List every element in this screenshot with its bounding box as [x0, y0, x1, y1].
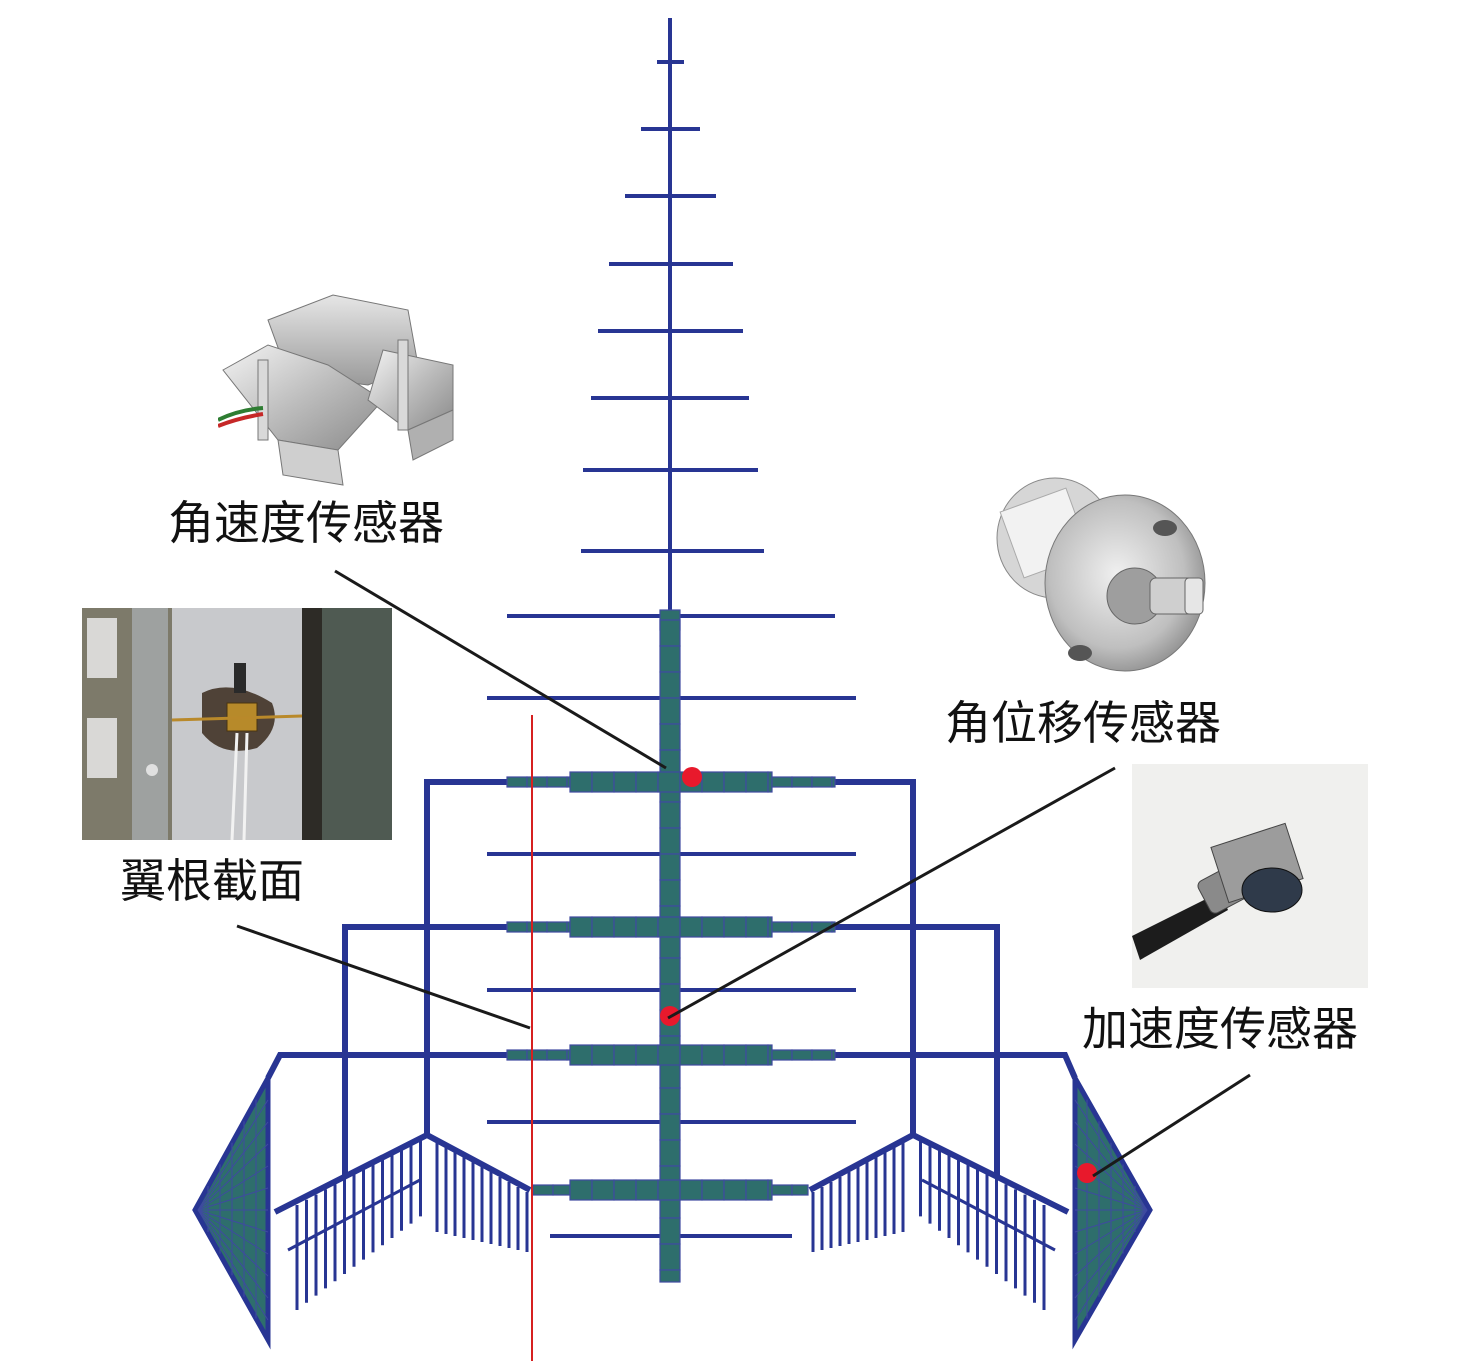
beam-segment	[771, 1184, 793, 1196]
right-lower-spar	[808, 1131, 1070, 1215]
beam-segment	[745, 771, 769, 793]
beam-segment	[506, 921, 528, 933]
spar-segment	[659, 619, 681, 647]
sensor-marker	[1077, 1163, 1097, 1183]
leader-line	[1092, 1073, 1251, 1178]
beam-segment	[506, 1049, 528, 1061]
beam-segment	[635, 916, 659, 938]
leader-lines	[236, 569, 1251, 1178]
right-fin-brace	[921, 1178, 1056, 1252]
rotary-encoder-photo	[985, 468, 1215, 678]
leader-line	[334, 569, 667, 770]
beam-segment	[635, 1179, 659, 1201]
beam-segment	[723, 916, 747, 938]
beam-segment	[552, 1184, 571, 1196]
spar-segment	[659, 879, 681, 907]
beam-segment	[546, 1049, 568, 1061]
spar-segment	[659, 645, 681, 673]
accelerometer-photo	[1132, 764, 1368, 988]
leader-line	[236, 924, 531, 1030]
beam-segment	[791, 776, 813, 788]
beam-segment	[701, 1179, 725, 1201]
beam-segment	[723, 771, 747, 793]
beam-segment	[771, 776, 793, 788]
beam-segment	[701, 1044, 725, 1066]
sensor-markers	[531, 715, 1097, 1361]
beam-segment	[831, 776, 836, 788]
spar-segment	[659, 853, 681, 881]
beam-segment	[657, 1179, 681, 1201]
spar-segment	[659, 1139, 681, 1167]
beam-segment	[811, 776, 833, 788]
beam-segment	[811, 1049, 833, 1061]
sensor-marker	[682, 767, 702, 787]
beam-segment	[569, 1179, 593, 1201]
beam-segment	[569, 771, 593, 793]
beam-segment	[791, 1049, 813, 1061]
angular-rate-sensor-photo	[218, 290, 458, 490]
beam-segment	[635, 1044, 659, 1066]
beam-segment	[613, 916, 637, 938]
beam-segment	[723, 1179, 747, 1201]
spar-segment	[659, 697, 681, 725]
beam-segment	[506, 776, 528, 788]
beam-segment	[831, 1049, 836, 1061]
beam-segment	[569, 916, 593, 938]
spar-segment	[659, 801, 681, 829]
beam-segment	[546, 776, 568, 788]
beam-segment	[532, 1184, 554, 1196]
beam-segment	[613, 771, 637, 793]
beam-segment	[569, 1044, 593, 1066]
beam-segment	[771, 921, 793, 933]
beam-segment	[745, 1179, 769, 1201]
spar-segment	[659, 957, 681, 985]
beam-segment	[591, 771, 615, 793]
wing-root-strain-gauge-photo	[82, 608, 392, 840]
spar-segment	[659, 1113, 681, 1141]
beam-segment	[679, 1044, 703, 1066]
spar-segment	[659, 827, 681, 855]
beam-segment	[791, 1184, 809, 1196]
beam-segment	[723, 1044, 747, 1066]
spar-segment	[659, 1217, 681, 1245]
beam-segment	[745, 916, 769, 938]
spar-segment	[659, 671, 681, 699]
angular-rate-sensor-label: 角速度传感器	[168, 496, 444, 550]
beam-segment	[526, 921, 548, 933]
beam-segment	[657, 771, 681, 793]
wing-beam-frame	[192, 18, 1153, 1350]
spar-segment	[659, 1087, 681, 1115]
spar-segment	[659, 1269, 681, 1283]
spar-segment	[659, 1243, 681, 1271]
leader-line	[667, 766, 1116, 1020]
beam-segment	[679, 916, 703, 938]
accelerometer-label: 加速度传感器	[1082, 1002, 1358, 1056]
beam-segment	[613, 1179, 637, 1201]
beam-segment	[771, 1049, 793, 1061]
beam-segment	[745, 1044, 769, 1066]
left-lower-spar	[273, 1131, 532, 1215]
beam-segment	[635, 771, 659, 793]
angular-displacement-sensor-label: 角位移传感器	[945, 696, 1221, 750]
beam-segment	[591, 916, 615, 938]
wing-root-section-label: 翼根截面	[120, 854, 304, 908]
spar-segment	[659, 1061, 681, 1089]
beam-segment	[526, 776, 548, 788]
beam-segment	[701, 771, 725, 793]
left-fin-brace	[287, 1178, 421, 1252]
beam-segment	[657, 916, 681, 938]
beam-segment	[657, 1044, 681, 1066]
beam-segment	[791, 921, 813, 933]
spar-segment	[659, 723, 681, 751]
beam-segment	[591, 1044, 615, 1066]
beam-segment	[701, 916, 725, 938]
beam-segment	[679, 1179, 703, 1201]
beam-segment	[591, 1179, 615, 1201]
beam-segment	[546, 921, 568, 933]
beam-segment	[526, 1049, 548, 1061]
beam-segment	[613, 1044, 637, 1066]
